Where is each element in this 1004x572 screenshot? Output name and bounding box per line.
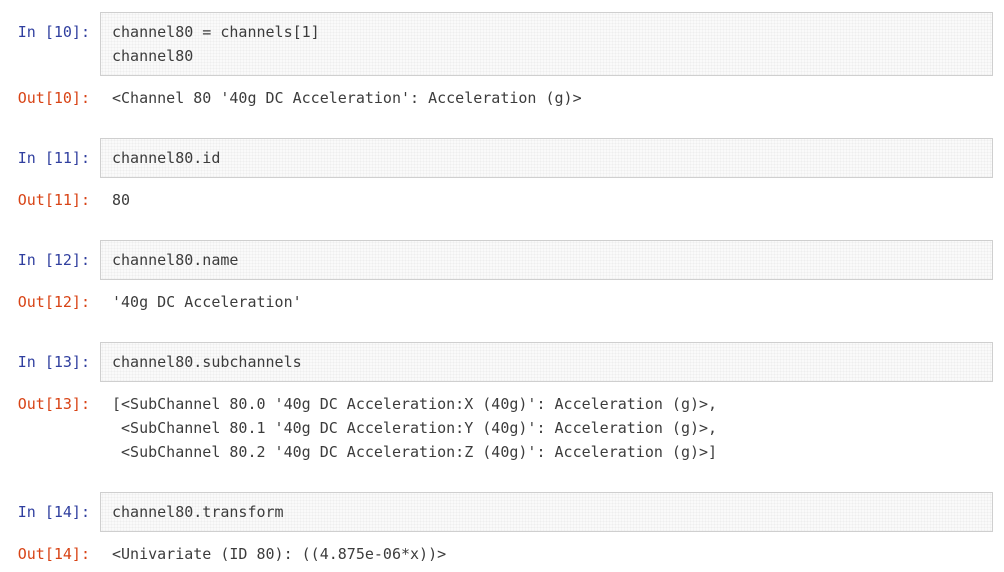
output-area: Out[11]: 80 [0, 188, 993, 212]
code-input[interactable]: channel80 = channels[1] channel80 [100, 12, 993, 76]
output-line: [<SubChannel 80.0 '40g DC Acceleration:X… [112, 395, 718, 413]
notebook-cell: In [12]: channel80.name Out[12]: '40g DC… [0, 240, 993, 314]
output-text: <Univariate (ID 80): ((4.875e-06*x))> [100, 542, 993, 566]
output-line: '40g DC Acceleration' [112, 293, 302, 311]
input-prompt: In [12]: [17, 251, 90, 269]
output-line: <SubChannel 80.1 '40g DC Acceleration:Y … [112, 419, 718, 437]
input-prompt: In [10]: [17, 23, 90, 41]
output-area: Out[14]: <Univariate (ID 80): ((4.875e-0… [0, 542, 993, 566]
input-area: In [13]: channel80.subchannels [0, 342, 993, 382]
code-input[interactable]: channel80.name [100, 240, 993, 280]
code-line: channel80 [112, 47, 194, 65]
output-text: '40g DC Acceleration' [100, 290, 993, 314]
output-line: <Channel 80 '40g DC Acceleration': Accel… [112, 89, 582, 107]
output-text: <Channel 80 '40g DC Acceleration': Accel… [100, 86, 993, 110]
notebook-cell: In [13]: channel80.subchannels Out[13]: … [0, 342, 993, 464]
code-line: channel80 = channels[1] [112, 23, 320, 41]
input-area: In [14]: channel80.transform [0, 492, 993, 532]
output-text: [<SubChannel 80.0 '40g DC Acceleration:X… [100, 392, 993, 464]
input-prompt: In [11]: [17, 149, 90, 167]
input-area: In [11]: channel80.id [0, 138, 993, 178]
output-prompt: Out[12]: [17, 293, 90, 311]
code-input[interactable]: channel80.subchannels [100, 342, 993, 382]
input-area: In [10]: channel80 = channels[1] channel… [0, 12, 993, 76]
output-prompt: Out[14]: [17, 545, 90, 563]
output-line: <Univariate (ID 80): ((4.875e-06*x))> [112, 545, 447, 563]
notebook-cell: In [11]: channel80.id Out[11]: 80 [0, 138, 993, 212]
output-prompt: Out[13]: [17, 395, 90, 413]
code-input[interactable]: channel80.transform [100, 492, 993, 532]
output-line: 80 [112, 191, 131, 209]
notebook-cell: In [14]: channel80.transform Out[14]: <U… [0, 492, 993, 566]
code-line: channel80.id [112, 149, 221, 167]
input-prompt: In [13]: [17, 353, 90, 371]
output-area: Out[10]: <Channel 80 '40g DC Acceleratio… [0, 86, 993, 110]
output-prompt: Out[11]: [17, 191, 90, 209]
code-line: channel80.name [112, 251, 239, 269]
output-area: Out[12]: '40g DC Acceleration' [0, 290, 993, 314]
input-area: In [12]: channel80.name [0, 240, 993, 280]
output-text: 80 [100, 188, 993, 212]
output-area: Out[13]: [<SubChannel 80.0 '40g DC Accel… [0, 392, 993, 464]
code-line: channel80.subchannels [112, 353, 302, 371]
input-prompt: In [14]: [17, 503, 90, 521]
output-line: <SubChannel 80.2 '40g DC Acceleration:Z … [112, 443, 718, 461]
notebook-cell: In [10]: channel80 = channels[1] channel… [0, 12, 993, 110]
code-line: channel80.transform [112, 503, 284, 521]
code-input[interactable]: channel80.id [100, 138, 993, 178]
output-prompt: Out[10]: [17, 89, 90, 107]
